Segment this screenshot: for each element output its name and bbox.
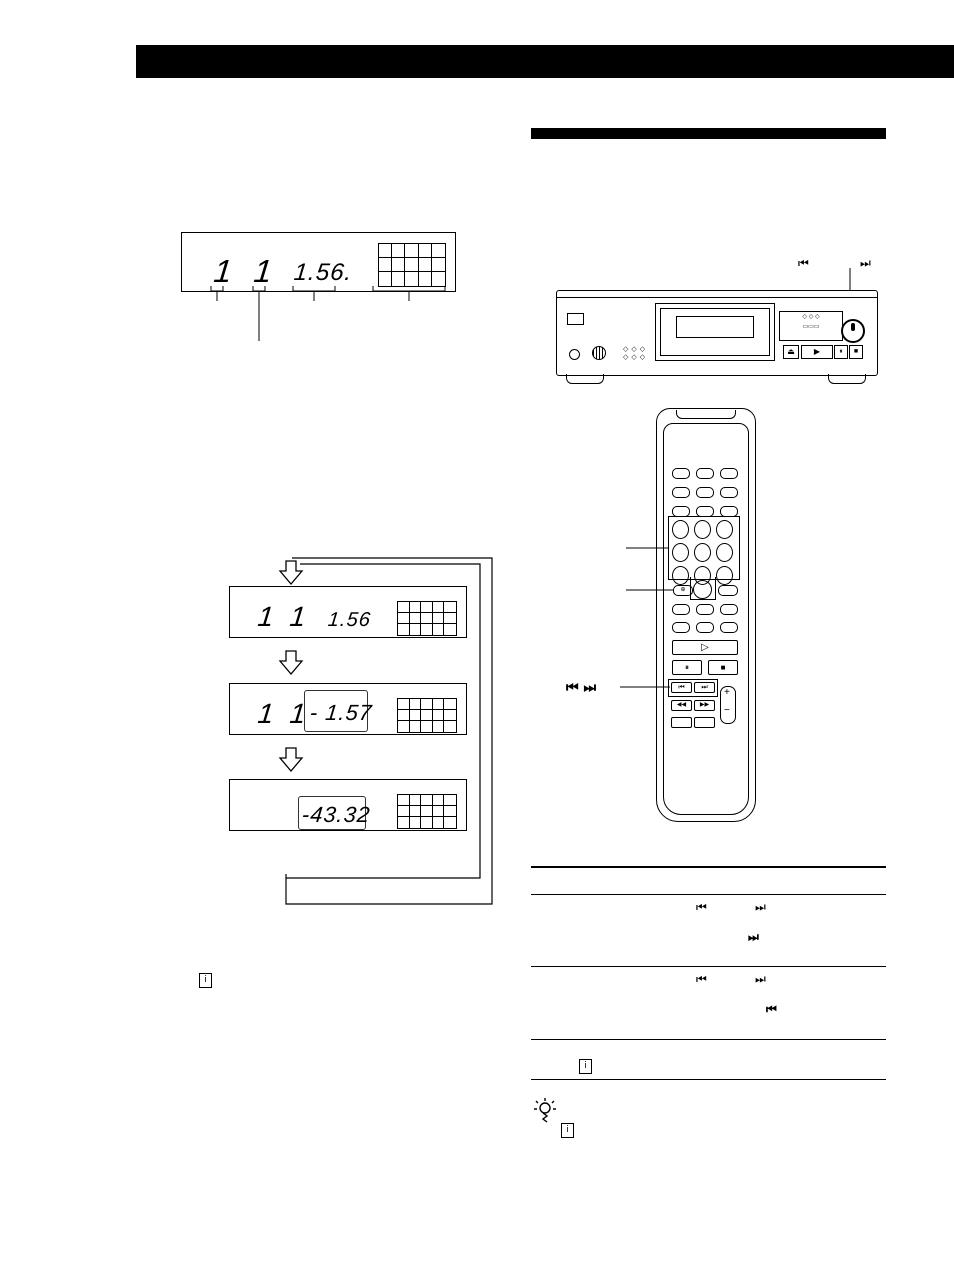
cycle1-track: 1	[256, 601, 277, 632]
table-rule-2	[531, 966, 886, 967]
remote-mid-buttons[interactable]	[672, 604, 738, 633]
arrow-down-1	[278, 560, 304, 586]
tip-info-icon: i	[561, 1123, 574, 1138]
cycle1-index: 1	[288, 601, 309, 632]
remote-number-keypad[interactable]	[668, 516, 740, 585]
tip-bulb-icon	[534, 1098, 556, 1123]
row2-bold-symbol: ⏮	[766, 1002, 777, 1016]
cd-player: ◇◇◇◇◇◇ ◇ ◇ ◇▭▭▭ ⏏ ▶ ⏸ ■	[556, 290, 878, 376]
remote-ir-window	[676, 410, 736, 419]
display-cycle-3: -43.32	[229, 779, 467, 831]
player-lcd-window	[676, 316, 754, 338]
remote-rew-button[interactable]: ◀◀	[671, 700, 692, 711]
display-time: 1.56.	[292, 259, 354, 286]
row1-prev-symbol: ⏮	[696, 900, 707, 914]
remote-zero-key[interactable]	[693, 580, 712, 599]
remote-stop-button[interactable]: ■	[708, 660, 738, 675]
table-rule-3	[531, 1039, 886, 1040]
player-control-panel: ◇ ◇ ◇▭▭▭	[779, 311, 843, 341]
cycle1-calendar	[397, 601, 457, 636]
display-callouts	[210, 286, 446, 341]
cycle-loop	[285, 557, 493, 905]
player-headphone-jack[interactable]	[569, 349, 580, 360]
remote-top-buttons[interactable]	[672, 468, 738, 517]
remote-volume-plus[interactable]: +	[724, 687, 730, 698]
music-calendar	[378, 243, 446, 287]
remote-pause-button[interactable]: ⏸	[672, 660, 702, 675]
player-dot-buttons[interactable]: ◇◇◇◇◇◇	[623, 346, 649, 361]
row2-next-symbol: ⏭	[755, 972, 766, 986]
player-power-button[interactable]	[567, 313, 584, 325]
section-bar	[531, 128, 886, 139]
table-rule-bottom	[531, 1079, 886, 1080]
display-top: 1 1 1.56.	[181, 232, 456, 292]
remote-volume-minus[interactable]: −	[724, 705, 730, 716]
cycle1-time: 1.56	[326, 609, 373, 631]
player-next-label: ⏭	[860, 256, 871, 270]
header-bar	[136, 45, 954, 78]
player-jog-knob[interactable]	[841, 319, 865, 343]
cycle3-calendar	[397, 794, 457, 829]
arrow-down-2	[278, 650, 304, 676]
remote-control	[656, 408, 756, 822]
player-play-button[interactable]: ▶	[801, 345, 833, 359]
display-cycle-1: 1 1 1.56	[229, 586, 467, 638]
cycle2-time: - 1.57	[308, 700, 374, 725]
remote-volume-rocker[interactable]: + −	[720, 686, 736, 724]
player-eject-button[interactable]: ⏏	[783, 345, 799, 359]
player-pause-button[interactable]: ⏸	[834, 345, 848, 359]
cycle3-time-box	[298, 796, 366, 830]
remote-fader-left[interactable]	[671, 717, 692, 728]
remote-ff-button[interactable]: ▶▶	[694, 700, 715, 711]
table-rule-1	[531, 894, 886, 895]
player-foot-left	[566, 374, 604, 384]
remote-skip-frame	[668, 679, 718, 697]
remote-side-key[interactable]	[718, 585, 738, 596]
table-info-icon: i	[579, 1059, 592, 1074]
row2-prev-symbol: ⏮	[696, 972, 707, 986]
remote-prev-button[interactable]: ⏮	[671, 682, 692, 693]
cycle2-time-box	[304, 690, 368, 732]
cycle2-track: 1	[256, 698, 277, 729]
remote-info-icon: i	[199, 973, 212, 988]
remote-next-button[interactable]: ⏭	[694, 682, 715, 693]
remote-play-button[interactable]: ▷	[672, 640, 738, 655]
table-rule-top	[531, 866, 886, 868]
display-cycle-2: 1 1 - 1.57	[229, 683, 467, 735]
cycle2-calendar	[397, 698, 457, 733]
row1-bold-symbol: ⏭	[748, 930, 759, 944]
remote-fader-right[interactable]	[694, 717, 715, 728]
remote-skip-label: ⏮ ⏭	[566, 680, 597, 696]
remote-callouts	[620, 547, 674, 688]
player-level-knob[interactable]	[592, 346, 606, 360]
row1-next-symbol: ⏭	[755, 900, 766, 914]
player-top-edge	[557, 297, 877, 298]
disc-tray	[655, 303, 775, 361]
player-prev-label: ⏮	[798, 256, 809, 270]
cycle3-time: -43.32	[300, 802, 372, 827]
player-foot-right	[828, 374, 866, 384]
arrow-down-3	[278, 747, 304, 773]
player-stop-button[interactable]: ■	[849, 345, 863, 359]
